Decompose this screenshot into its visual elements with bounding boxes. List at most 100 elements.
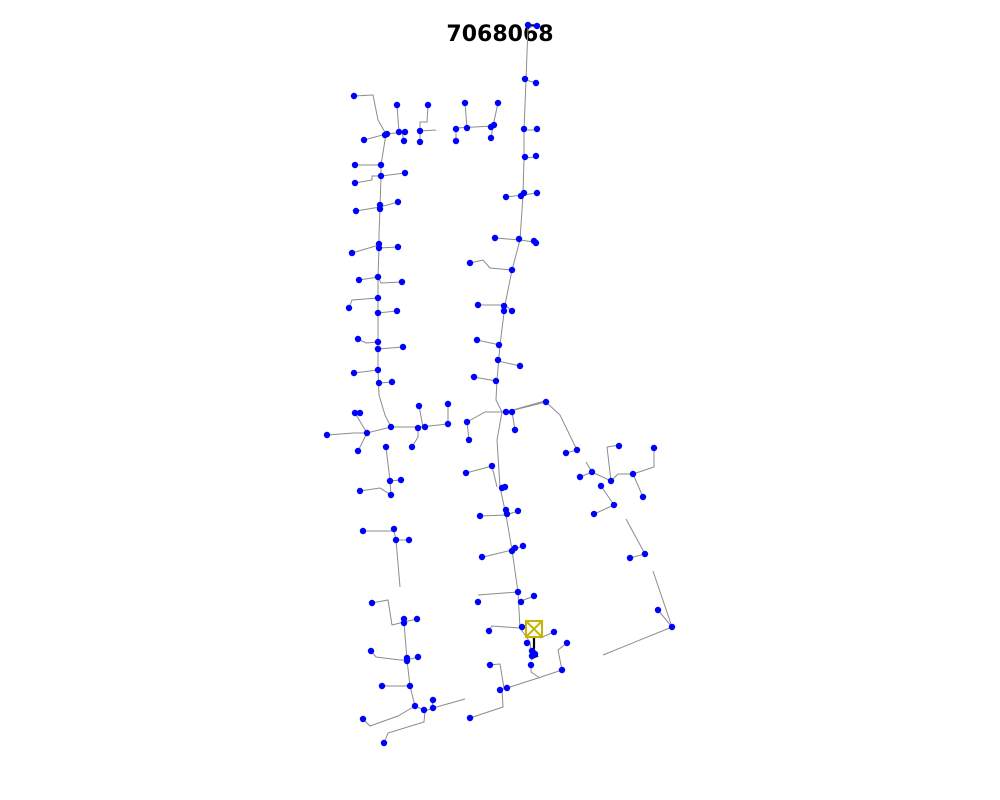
network-node [397, 476, 405, 484]
network-node [465, 436, 473, 444]
network-node [533, 125, 541, 133]
network-node [416, 138, 424, 146]
network-edge [466, 401, 547, 423]
network-node [478, 553, 486, 561]
network-edge [632, 448, 655, 475]
network-edge [371, 599, 405, 626]
network-node [351, 409, 359, 417]
network-node [629, 470, 637, 478]
source-substation-icon [525, 620, 543, 638]
network-node [413, 615, 421, 623]
network-node [494, 99, 502, 107]
network-edge [494, 237, 521, 241]
network-node [517, 192, 525, 200]
network-node [530, 592, 538, 600]
network-node [386, 477, 394, 485]
network-node [503, 684, 511, 692]
network-node [610, 501, 618, 509]
network-node [414, 653, 422, 661]
network-edge [652, 570, 673, 628]
network-node [411, 702, 419, 710]
network-node [444, 420, 452, 428]
network-node [516, 362, 524, 370]
network-node [532, 239, 540, 247]
network-node [406, 682, 414, 690]
network-node [514, 507, 522, 515]
network-node [374, 366, 382, 374]
network-edge [632, 473, 644, 498]
network-edge [479, 514, 507, 517]
network-edge [419, 104, 429, 131]
network-edge [363, 530, 401, 588]
network-node [350, 369, 358, 377]
network-node [345, 304, 353, 312]
network-edge [377, 346, 404, 350]
network-node [490, 121, 498, 129]
network-node [348, 249, 356, 257]
network-edge [351, 244, 380, 254]
network-node [639, 493, 647, 501]
network-edge [495, 25, 529, 413]
network-node [511, 544, 519, 552]
network-node [492, 377, 500, 385]
network-node [488, 462, 496, 470]
network-node [393, 101, 401, 109]
network-node [401, 128, 409, 136]
network-node [360, 136, 368, 144]
network-edge [357, 432, 368, 452]
network-edge [482, 549, 513, 558]
network-node [668, 623, 676, 631]
network-node [392, 536, 400, 544]
network-node [356, 409, 364, 417]
network-edge [383, 698, 466, 744]
network-node [521, 75, 529, 83]
network-nodes [323, 21, 676, 747]
network-node [399, 343, 407, 351]
network-node [393, 307, 401, 315]
network-node [374, 273, 382, 281]
network-node [414, 424, 422, 432]
network-edge [418, 405, 424, 428]
network-edge [497, 360, 521, 367]
network-edge [464, 102, 468, 129]
network-node [400, 619, 408, 627]
source-cross [525, 620, 543, 638]
network-edge [455, 125, 494, 129]
network-node [532, 152, 540, 160]
network-node [429, 696, 437, 704]
network-edge [657, 609, 673, 628]
network-edge [488, 625, 521, 631]
network-node [500, 307, 508, 315]
network-node [470, 373, 478, 381]
network-node [380, 739, 388, 747]
network-edge [353, 369, 379, 374]
network-edge [354, 175, 381, 184]
network-node [466, 714, 474, 722]
network-node [387, 423, 395, 431]
network-node [524, 21, 532, 29]
network-node [597, 482, 605, 490]
network-node [452, 125, 460, 133]
network-node [377, 172, 385, 180]
network-node [563, 639, 571, 647]
network-edge [473, 376, 497, 382]
network-node [375, 244, 383, 252]
network-node [562, 449, 570, 457]
network-node [363, 429, 371, 437]
network-node [650, 444, 658, 452]
network-node [473, 336, 481, 344]
network-node [462, 469, 470, 477]
network-edge [591, 471, 633, 482]
network-node [511, 426, 519, 434]
network-node [374, 345, 382, 353]
network-node [368, 599, 376, 607]
network-edge [477, 591, 519, 596]
network-node [395, 128, 403, 136]
network-node [588, 468, 596, 476]
network-node [474, 301, 482, 309]
network-edge [403, 621, 416, 707]
network-node [466, 259, 474, 267]
network-node [382, 443, 390, 451]
network-node [354, 447, 362, 455]
network-node [376, 205, 384, 213]
